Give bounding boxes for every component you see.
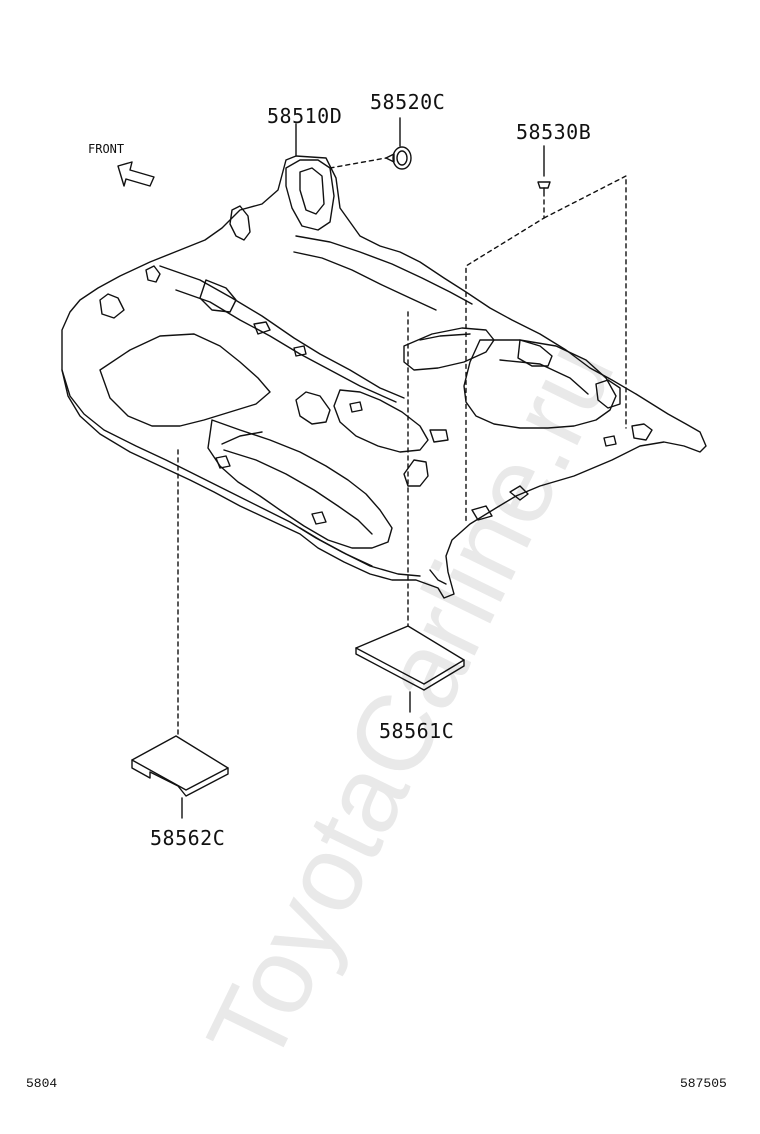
silencer-pad-58561C [355,625,465,691]
silencer-pad-58562C [131,735,229,797]
clip-58530B [537,181,551,197]
front-direction-label: FRONT [88,142,125,156]
floor-carpet-58510D [61,155,707,599]
footer-figure-code: 5804 [26,1076,58,1091]
footer-illustration-code: 587505 [680,1076,727,1091]
plug-58520C [385,146,412,170]
part-number-58530B: 58530B [516,120,592,144]
front-arrow-icon [117,161,155,187]
part-number-58520C: 58520C [370,90,446,114]
part-number-58561C: 58561C [379,719,455,743]
part-number-58510D: 58510D [267,104,343,128]
part-number-58562C: 58562C [150,826,226,850]
